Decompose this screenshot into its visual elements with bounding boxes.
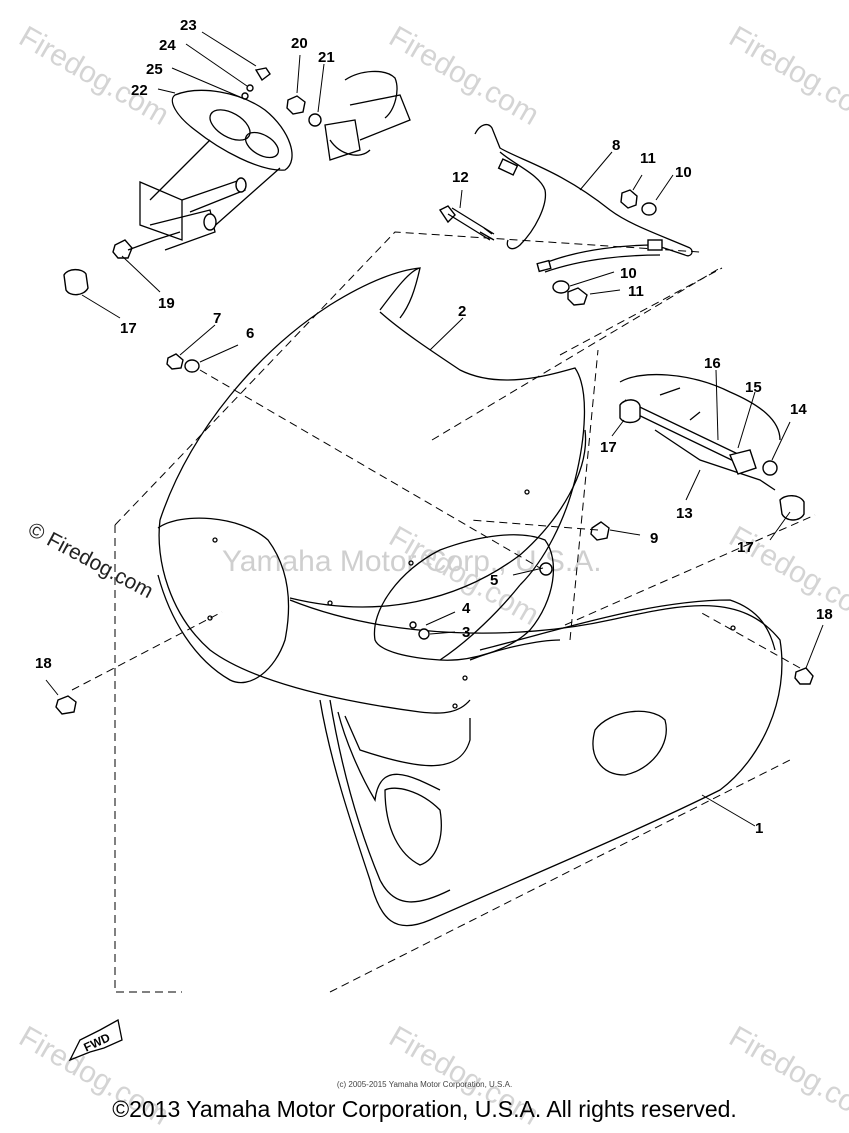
callout-21: 21: [318, 49, 335, 66]
callout-20: 20: [291, 35, 308, 52]
callout-17c: 17: [737, 539, 754, 556]
fwd-arrow-icon: FWD: [68, 1018, 123, 1062]
callout-labels: 1 2 3 4 5 6 7 8 9 10 10 11 11 12 13 14 1…: [35, 17, 833, 837]
callout-18b: 18: [35, 655, 52, 672]
callout-22: 22: [131, 82, 148, 99]
lower-fairing: [289, 599, 783, 927]
leader-lines: [45, 31, 824, 827]
callout-12: 12: [452, 169, 469, 186]
fwd-label: FWD: [82, 1030, 113, 1054]
dashed-outline: [114, 231, 816, 993]
fairing-stay: [474, 123, 693, 273]
callout-24: 24: [159, 37, 176, 54]
callout-17a: 17: [120, 320, 137, 337]
callout-17b: 17: [600, 439, 617, 456]
callout-8: 8: [612, 137, 620, 154]
upper-fairing: [157, 267, 587, 714]
callout-11b: 11: [628, 283, 644, 300]
small-copyright: (c) 2005-2015 Yamaha Motor Corporation, …: [336, 1080, 513, 1089]
callout-7: 7: [213, 310, 221, 327]
callout-10b: 10: [620, 265, 637, 282]
callout-4: 4: [462, 600, 471, 617]
callout-11a: 11: [640, 150, 656, 167]
callout-2: 2: [458, 303, 466, 320]
copyright-notice: ©2013 Yamaha Motor Corporation, U.S.A. A…: [112, 1096, 737, 1122]
callout-6: 6: [246, 325, 254, 342]
callout-25: 25: [146, 61, 163, 78]
callout-14: 14: [790, 401, 807, 418]
callout-23: 23: [180, 17, 197, 34]
callout-16: 16: [704, 355, 721, 372]
callout-3: 3: [462, 624, 470, 641]
meter-bracket: [149, 89, 293, 231]
upper-bracket: [112, 177, 247, 259]
callout-19: 19: [158, 295, 175, 312]
callout-9: 9: [650, 530, 658, 547]
callout-10a: 10: [675, 164, 692, 181]
callout-13: 13: [676, 505, 693, 522]
callout-5: 5: [490, 572, 498, 589]
frame-head-pipe: [324, 70, 411, 161]
bolt-12: [438, 205, 495, 241]
fasteners: [55, 67, 814, 715]
callout-1: 1: [755, 820, 763, 837]
windshield: [379, 267, 586, 661]
callout-15: 15: [745, 379, 762, 396]
side-mount: [619, 374, 805, 521]
callout-18a: 18: [816, 606, 833, 623]
